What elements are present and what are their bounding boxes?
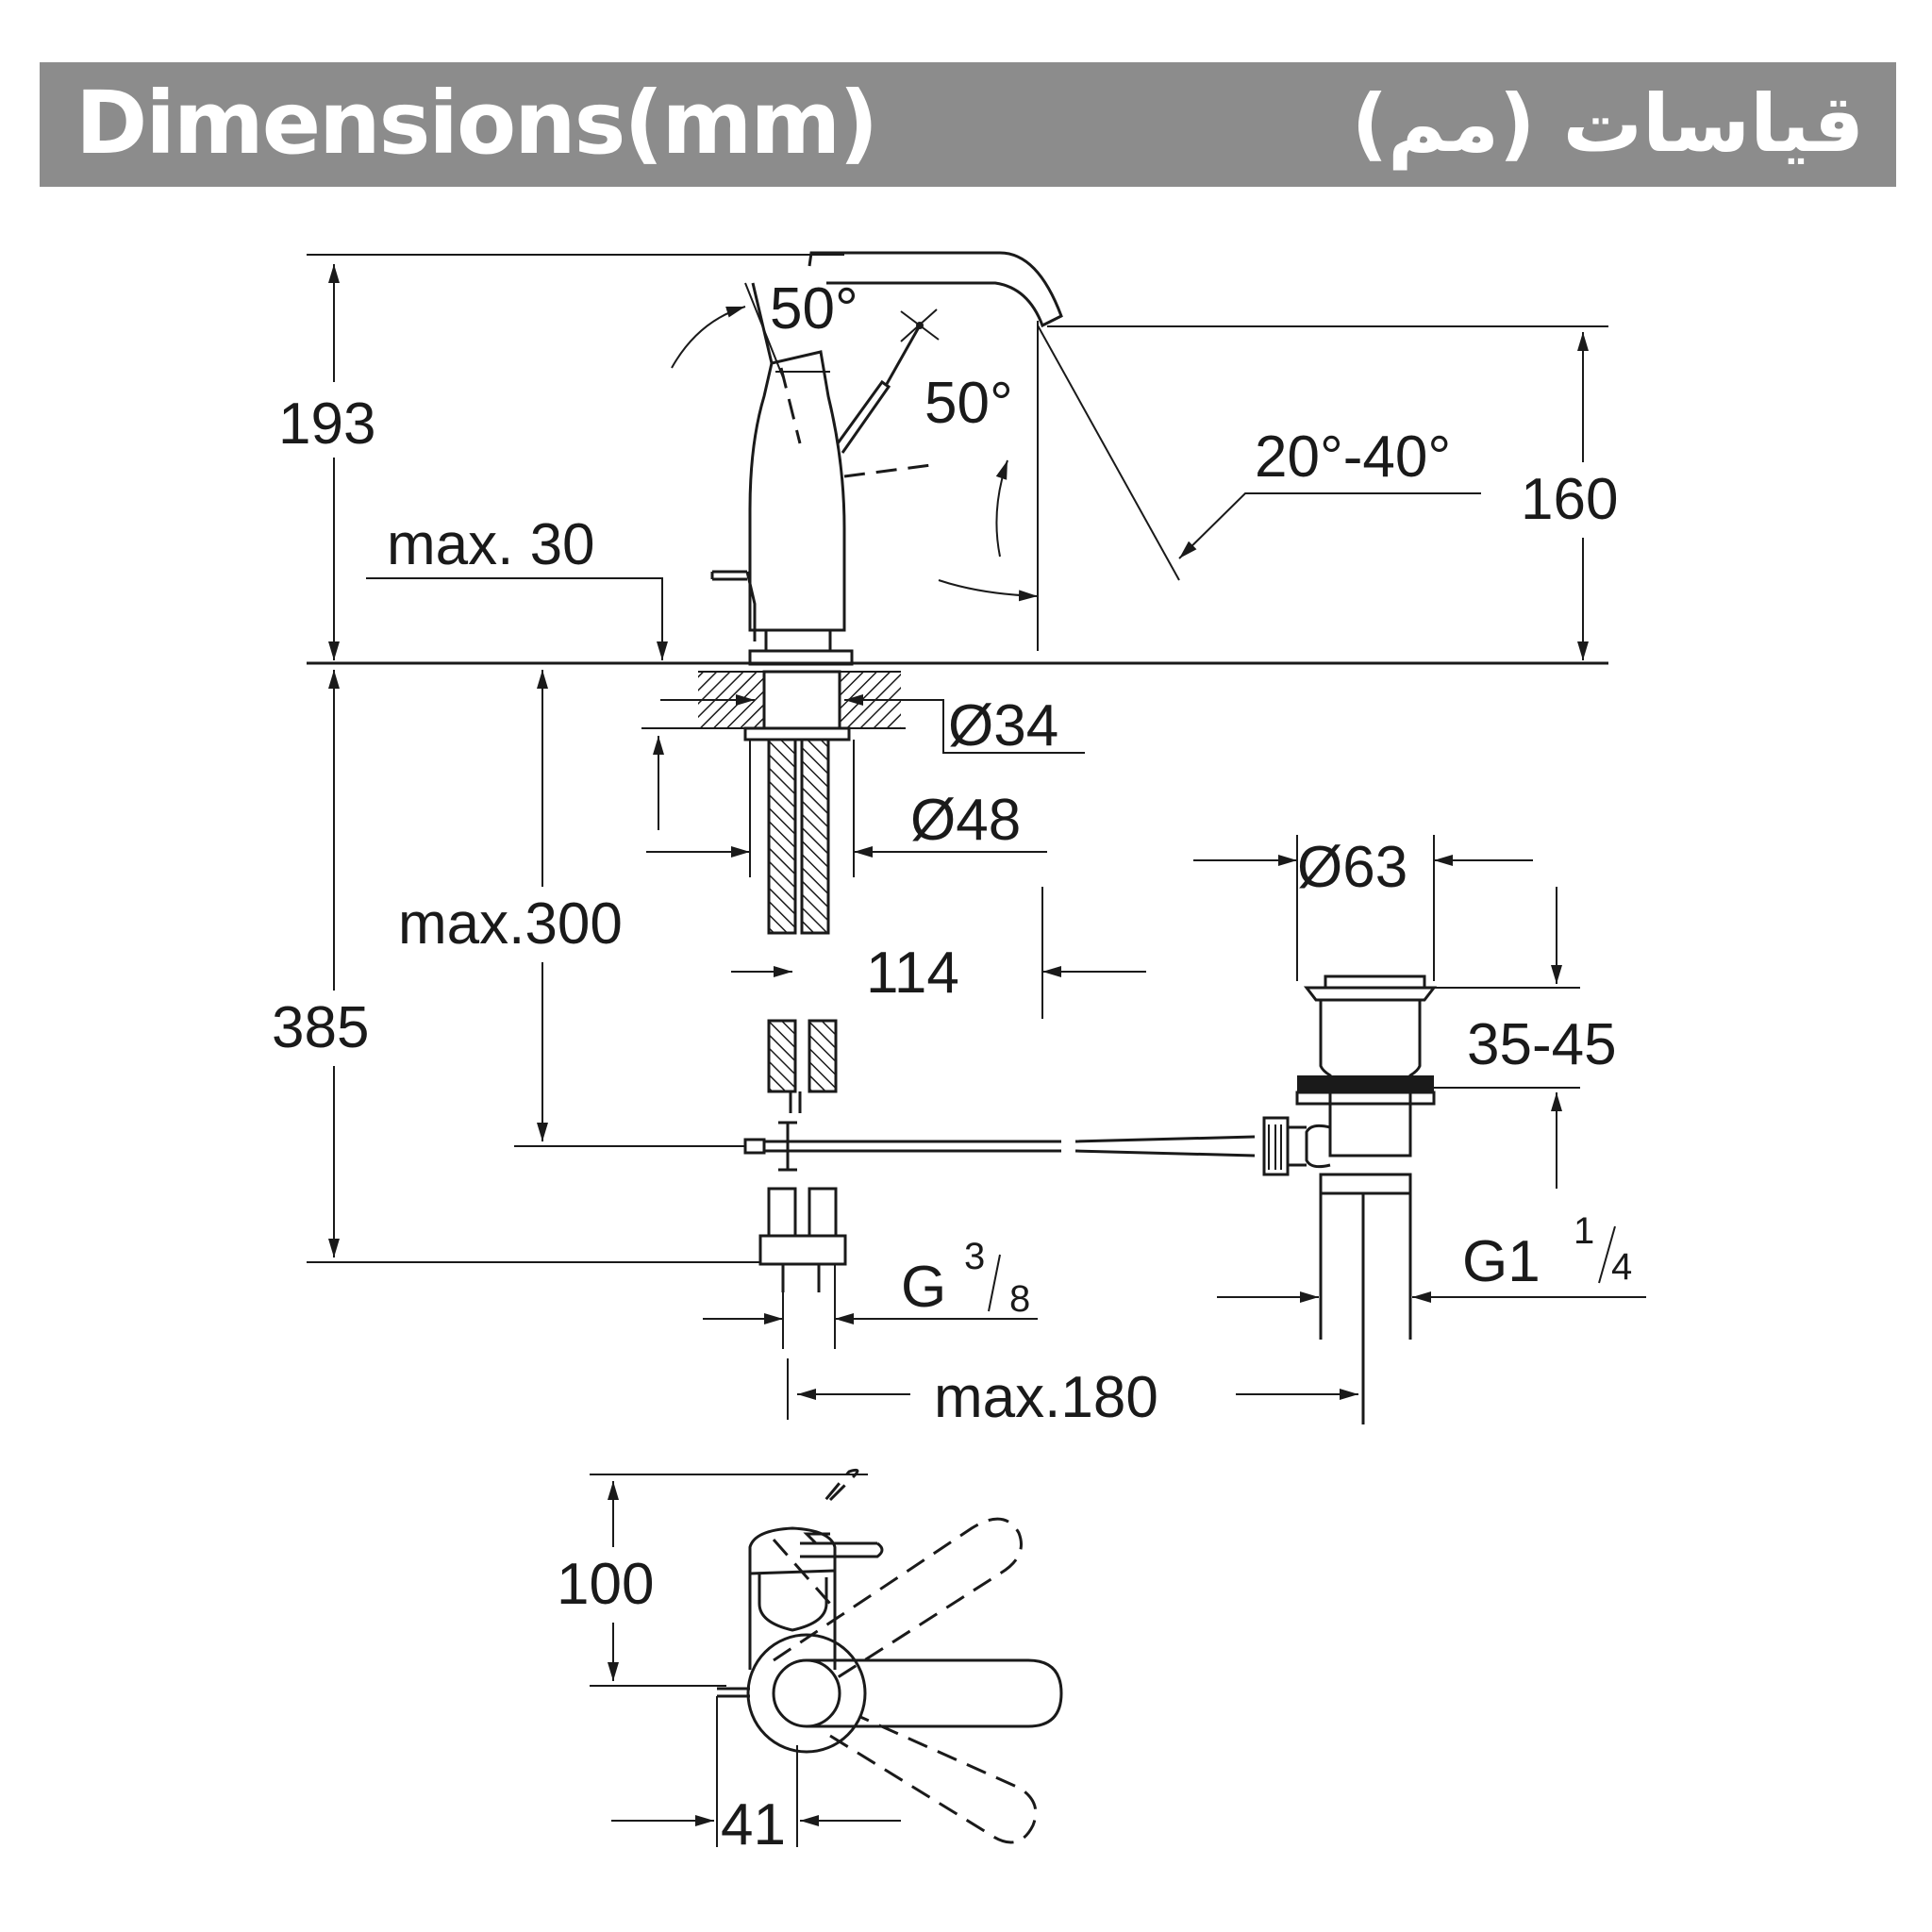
dim-max180: max.180: [787, 1358, 1358, 1430]
dim-193: 193: [278, 254, 844, 660]
dim-41: 41: [611, 1696, 901, 1857]
faucet-body: [748, 350, 846, 632]
dim-385-label: 385: [272, 995, 369, 1060]
dim-385: 385: [264, 670, 760, 1263]
dim-100-label: 100: [557, 1552, 654, 1617]
dim-41-label: 41: [721, 1792, 786, 1857]
dim-g38-num: 3: [964, 1236, 985, 1277]
dim-d34-label: Ø34: [948, 693, 1058, 758]
faucet-spout: [808, 251, 1063, 328]
dim-d63-label: Ø63: [1297, 835, 1407, 900]
dim-g1-1-4: G1 1 4: [1217, 1210, 1646, 1303]
dim-35-45: 35-45: [1424, 887, 1617, 1189]
dim-35-45-label: 35-45: [1467, 1012, 1617, 1077]
dim-160-label: 160: [1521, 467, 1618, 532]
dim-d48-label: Ø48: [910, 788, 1021, 853]
dim-g3-8: G 3 8: [703, 1236, 1038, 1349]
title-english: Dimensions(mm): [75, 73, 878, 174]
dim-g38-base: G: [901, 1255, 946, 1320]
dim-max300: max.300: [396, 670, 745, 1147]
dim-g114-num: 1: [1574, 1210, 1594, 1252]
dim-114-label: 114: [866, 941, 959, 1006]
dim-193-label: 193: [278, 391, 375, 457]
dim-max30: max. 30: [366, 512, 668, 660]
dim-114: 114: [731, 887, 1146, 1019]
header-bar: Dimensions(mm) قياسات (مم): [40, 62, 1896, 187]
popup-linkage: [743, 1121, 1256, 1172]
faucet-top-view: [717, 1468, 1063, 1844]
angle-range-label: 20°-40°: [1255, 425, 1451, 490]
dim-g38-den: 8: [1009, 1278, 1030, 1320]
dim-100: 100: [552, 1474, 868, 1687]
lever: [836, 379, 891, 454]
faucet-side-view: 50° 50° 20°-40°: [307, 251, 1608, 666]
dim-max300-label: max.300: [398, 891, 623, 957]
dim-160: 160: [1047, 325, 1641, 660]
title-arabic: قياسات (مم): [1351, 77, 1864, 170]
angle-mid-label: 50°: [924, 371, 1013, 436]
dim-max30-label: max. 30: [387, 512, 595, 577]
dim-d48: Ø48: [641, 727, 1047, 877]
dim-d63: Ø63: [1193, 835, 1533, 981]
dim-max180-label: max.180: [934, 1365, 1158, 1430]
dim-g114-base: G1: [1462, 1229, 1541, 1294]
dim-g114-den: 4: [1611, 1246, 1632, 1288]
base-plate: [748, 649, 854, 666]
angle-top-label: 50°: [770, 276, 858, 341]
dim-d34: Ø34: [660, 693, 1085, 758]
waste-drain: [1262, 974, 1438, 1424]
popup-rod: [710, 570, 747, 581]
